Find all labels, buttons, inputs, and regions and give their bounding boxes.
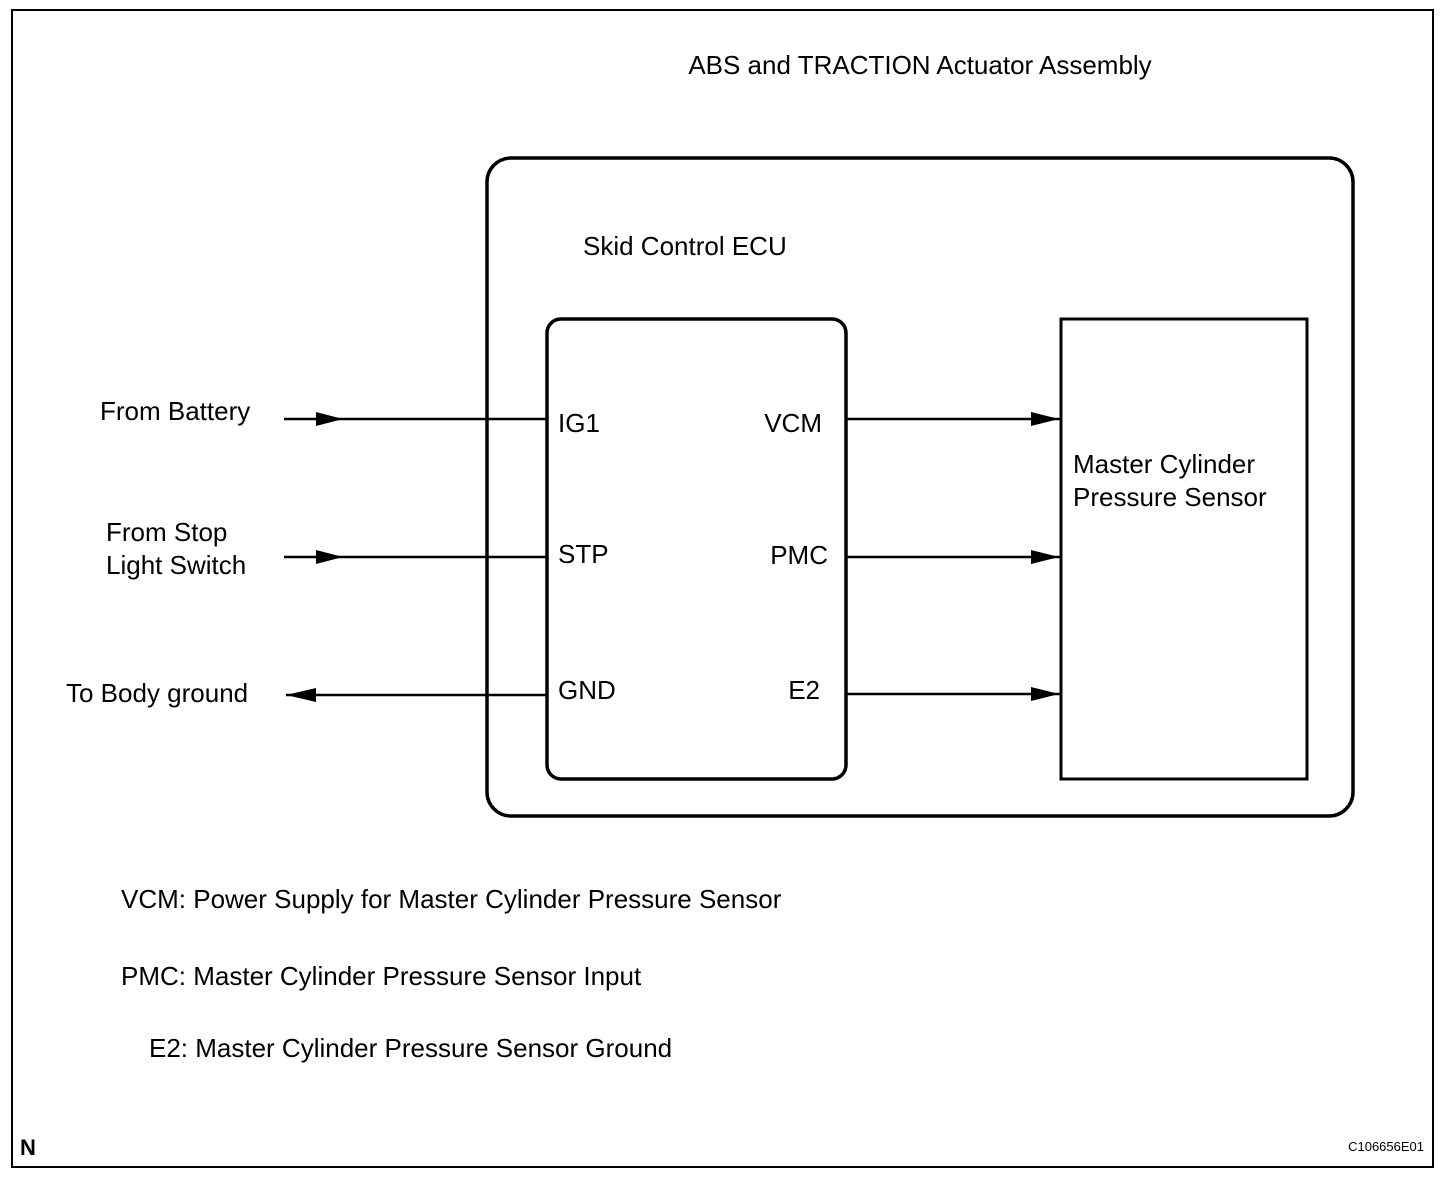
terminal-gnd: GND (558, 675, 616, 705)
sensor-label-line1: Master Cylinder (1073, 449, 1255, 479)
actuator-assembly-box (485, 156, 1355, 818)
terminal-stp: STP (558, 539, 609, 569)
figure-frame (11, 9, 1434, 1168)
pressure-sensor-box (1059, 317, 1309, 781)
assembly-title: ABS and TRACTION Actuator Assembly (688, 50, 1151, 80)
from-battery-label: From Battery (100, 396, 250, 426)
figure-code: C106656E01 (1348, 1139, 1424, 1154)
ecu-title: Skid Control ECU (583, 231, 787, 261)
from-stop-label-line2: Light Switch (106, 550, 246, 580)
battery-arrow (316, 412, 343, 426)
legend-e2: E2: Master Cylinder Pressure Sensor Grou… (149, 1033, 672, 1063)
terminal-vcm: VCM (764, 408, 822, 438)
e2-arrow (1031, 687, 1059, 701)
corner-mark: N (20, 1135, 36, 1160)
stop-light-arrow (316, 550, 343, 564)
terminal-e2: E2 (788, 675, 820, 705)
legend-pmc: PMC: Master Cylinder Pressure Sensor Inp… (121, 961, 642, 991)
ground-arrow (286, 688, 316, 702)
vcm-arrow (1031, 412, 1059, 426)
sensor-label-line2: Pressure Sensor (1073, 482, 1267, 512)
from-stop-label-line1: From Stop (106, 517, 227, 547)
pmc-arrow (1031, 550, 1059, 564)
legend-vcm: VCM: Power Supply for Master Cylinder Pr… (121, 884, 782, 914)
ecu-box (545, 317, 848, 781)
terminal-ig1: IG1 (558, 408, 600, 438)
to-body-ground-label: To Body ground (66, 678, 248, 708)
terminal-pmc: PMC (770, 540, 828, 570)
